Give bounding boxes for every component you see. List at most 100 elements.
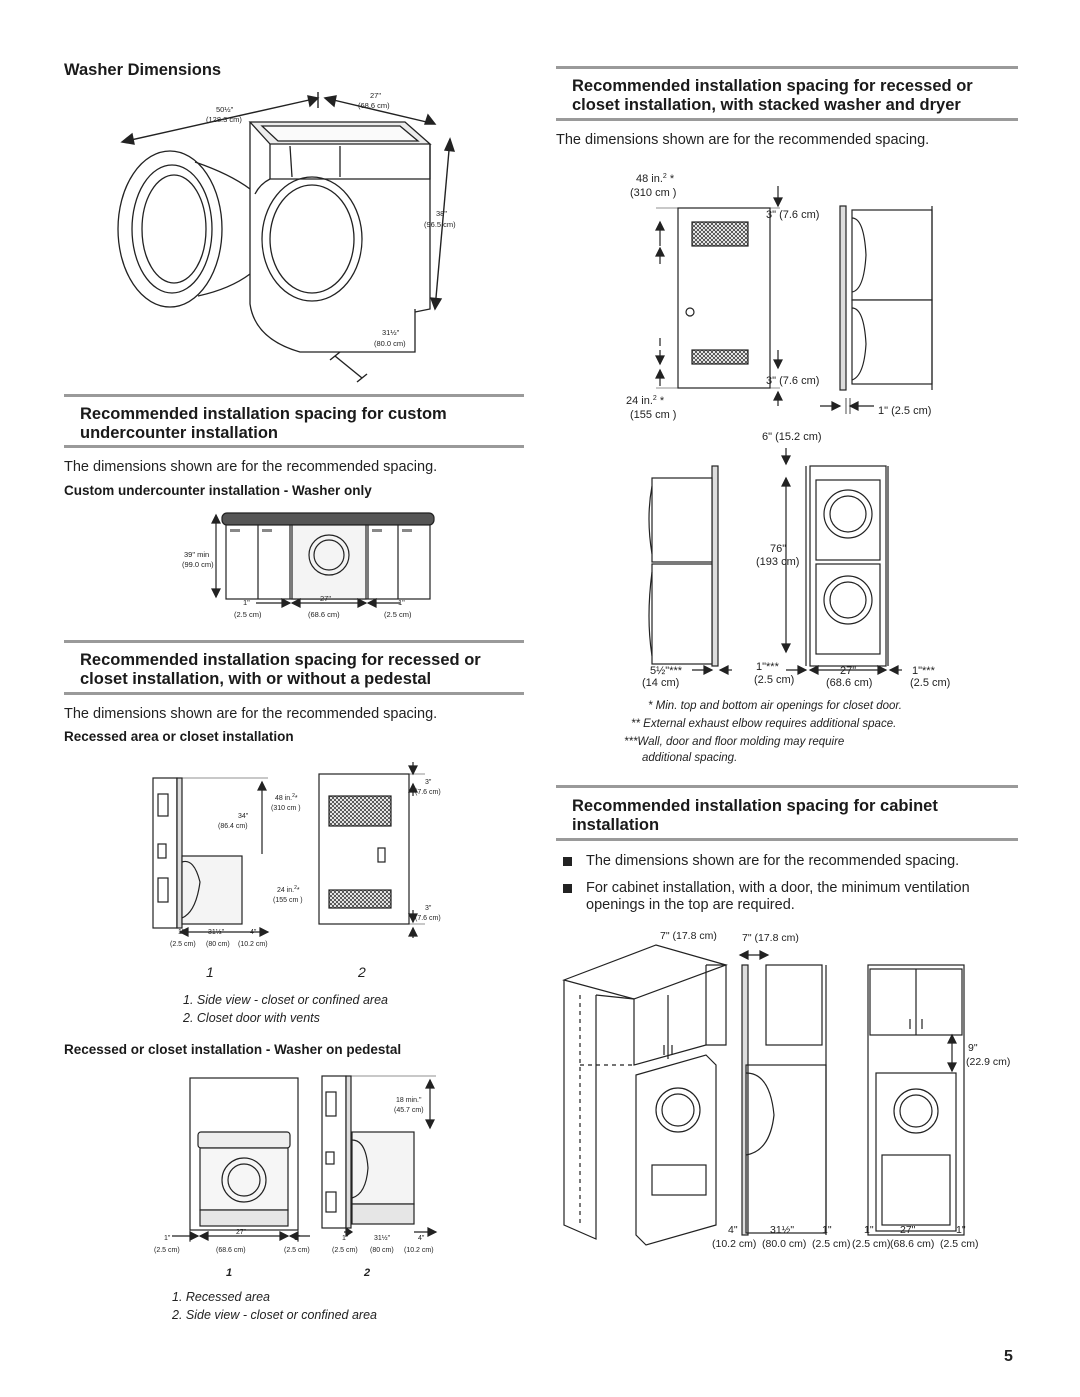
- page-number: 5: [1004, 1348, 1013, 1365]
- width-label: 27": [370, 91, 381, 100]
- shelf-gap-cm: (22.9 cm): [966, 1056, 1010, 1068]
- top-gap-label: 6" (15.2 cm): [762, 431, 822, 443]
- section-rule: [556, 838, 1018, 841]
- cabinet-heading: Recommended installation spacing for cab…: [572, 797, 938, 834]
- figure-number-1: 1: [226, 1267, 233, 1279]
- bottom-gap-label: 3": [425, 905, 432, 912]
- washer-dimensions-heading: Washer Dimensions: [64, 61, 222, 79]
- gap-d-label: 1"***: [912, 665, 936, 677]
- min-height-cm: (45.7 cm): [394, 1107, 424, 1114]
- top-clearance-a: 7" (17.8 cm): [660, 930, 717, 942]
- height-cm: (99.0 cm): [182, 560, 214, 569]
- rear-gap-label: 4": [250, 929, 257, 936]
- bullet-item: For cabinet installation, with a door, t…: [563, 880, 1013, 914]
- depth-label: 31½": [382, 328, 400, 337]
- left-gap-cm: (2.5 cm): [234, 610, 262, 619]
- gap-a-cm: (2.5 cm): [170, 941, 196, 948]
- gap-a-label: 5½"***: [650, 665, 683, 677]
- stacked-front-figure: 6" (15.2 cm) 76" (193 cm) 5½"*** (14 cm)…: [620, 428, 965, 690]
- right-gap-label: 1": [294, 1235, 301, 1242]
- stacked-heading: Recommended installation spacing for rec…: [572, 77, 973, 114]
- bullet-icon: [563, 857, 572, 866]
- depth-cm: (80.0 cm): [374, 339, 406, 348]
- closet-side-view-figure: 34" (86.4 cm) 1" (2.5 cm) 31½" (80 cm) 4…: [150, 772, 275, 952]
- height-cm: (193 cm): [756, 556, 799, 568]
- stacked-intro: The dimensions shown are for the recomme…: [556, 132, 930, 148]
- figure-number-2: 2: [358, 964, 366, 980]
- washer-dimensions-figure: 50½" (128.3 cm) 27" (68.6 cm) 38" (96.5 …: [100, 84, 480, 384]
- bottom-vent-label: 24 in.2 *: [626, 395, 665, 407]
- figure-caption-1: 1. Recessed area: [172, 1290, 270, 1304]
- right-gap-cm: (2.5 cm): [284, 1247, 310, 1254]
- top-vent-cm: (310 cm ): [271, 805, 301, 812]
- figure-caption-2: 2. Side view - closet or confined area: [172, 1308, 377, 1322]
- bullet-text: For cabinet installation, with a door, t…: [586, 880, 970, 913]
- top-gap-cm: (7.6 cm): [415, 789, 441, 796]
- recessed-area-figure: 1" (2.5 cm) 27" (68.6 cm) 1" (2.5 cm): [150, 1070, 320, 1260]
- gap-b-cm: (2.5 cm): [754, 674, 794, 686]
- top-gap-label: 3" (7.6 cm): [766, 209, 819, 221]
- width-label: 27": [236, 1229, 247, 1236]
- figure-number-2: 2: [364, 1267, 371, 1279]
- gap-1-label: 4": [728, 1224, 738, 1236]
- left-gap-label: 1": [164, 1235, 171, 1242]
- right-gap-cm: (2.5 cm): [384, 610, 412, 619]
- gap-3-label: 1": [822, 1224, 832, 1236]
- cabinet-bullets: The dimensions shown are for the recomme…: [563, 853, 1013, 924]
- bullet-item: The dimensions shown are for the recomme…: [563, 853, 1013, 870]
- height-label: 76": [770, 543, 786, 555]
- figure-caption-1: 1. Side view - closet or confined area: [183, 993, 388, 1007]
- gap-4-label: 1": [864, 1224, 874, 1236]
- pedestal-side-view-figure: 18 min." (45.7 cm) 1" (2.5 cm) 31½" (80 …: [318, 1070, 443, 1260]
- min-height-label: 18 min.": [396, 1097, 422, 1104]
- height-cm: (96.5 cm): [424, 220, 456, 229]
- recessed-pedestal-heading: Recommended installation spacing for rec…: [80, 651, 481, 688]
- pedestal-subheading: Recessed or closet installation - Washer…: [64, 1042, 402, 1057]
- door-width-label: 50½": [216, 105, 234, 114]
- footnote-2: ** External exhaust elbow requires addit…: [631, 718, 897, 730]
- stacked-door-figure: 48 in.2 * (310 cm ) 3" (7.6 cm) 3" (7.6 …: [620, 160, 960, 445]
- top-gap-label: 3": [425, 779, 432, 786]
- depth-label: 31½": [208, 928, 225, 936]
- footnote-4: additional spacing.: [642, 752, 738, 764]
- bottom-vent-label: 24 in.2*: [277, 885, 300, 894]
- width-cm: (68.6 cm): [216, 1247, 246, 1254]
- closet-door-figure: 48 in.2* (310 cm ) 24 in.2* (155 cm ) 3"…: [265, 762, 445, 942]
- width-cm: (68.6 cm): [358, 101, 390, 110]
- gap-1-cm: (10.2 cm): [712, 1238, 756, 1250]
- depth-cm: (80.0 cm): [762, 1238, 806, 1250]
- section-rule: [64, 394, 524, 397]
- bottom-gap-label: 3" (7.6 cm): [766, 375, 819, 387]
- undercounter-intro: The dimensions shown are for the recomme…: [64, 459, 438, 475]
- width-label: 27": [840, 665, 856, 677]
- width-cm: (68.6 cm): [890, 1238, 934, 1250]
- gap-d-cm: (2.5 cm): [910, 677, 950, 689]
- left-gap-label: 1": [243, 598, 250, 607]
- rear-gap-cm: (10.2 cm): [404, 1247, 434, 1254]
- depth-label: 31½": [770, 1224, 794, 1236]
- section-rule: [556, 118, 1018, 121]
- gap-6-label: 1": [956, 1224, 966, 1236]
- bullet-text: The dimensions shown are for the recomme…: [586, 853, 960, 869]
- height-label: 38": [436, 209, 447, 218]
- bottom-gap-cm: (7.6 cm): [415, 915, 441, 922]
- height-label: 39" min: [184, 550, 209, 559]
- top-vent-cm: (310 cm ): [630, 187, 676, 199]
- left-gap-cm: (2.5 cm): [154, 1247, 180, 1254]
- rear-gap-cm: (10.2 cm): [238, 941, 268, 948]
- width-label: 27": [320, 594, 331, 603]
- section-rule: [556, 66, 1018, 69]
- gap-a-label: 1": [178, 929, 185, 936]
- section-rule: [64, 640, 524, 643]
- height-cm: (86.4 cm): [218, 823, 248, 830]
- width-cm: (68.6 cm): [826, 677, 872, 689]
- cabinet-figure: 7" (17.8 cm) 7" (17.8 cm) 9" (22.9 cm) 4…: [556, 925, 1010, 1260]
- undercounter-figure: 39" min (99.0 cm) 1" (2.5 cm) 27" (68.6 …: [170, 505, 440, 625]
- footnote-1: * Min. top and bottom air openings for c…: [648, 700, 902, 712]
- bullet-icon: [563, 884, 572, 893]
- rear-gap-label: 4": [418, 1235, 425, 1242]
- width-cm: (68.6 cm): [308, 610, 340, 619]
- section-rule: [64, 445, 524, 448]
- undercounter-subheading: Custom undercounter installation - Washe…: [64, 483, 372, 498]
- depth-cm: (80 cm): [206, 941, 230, 948]
